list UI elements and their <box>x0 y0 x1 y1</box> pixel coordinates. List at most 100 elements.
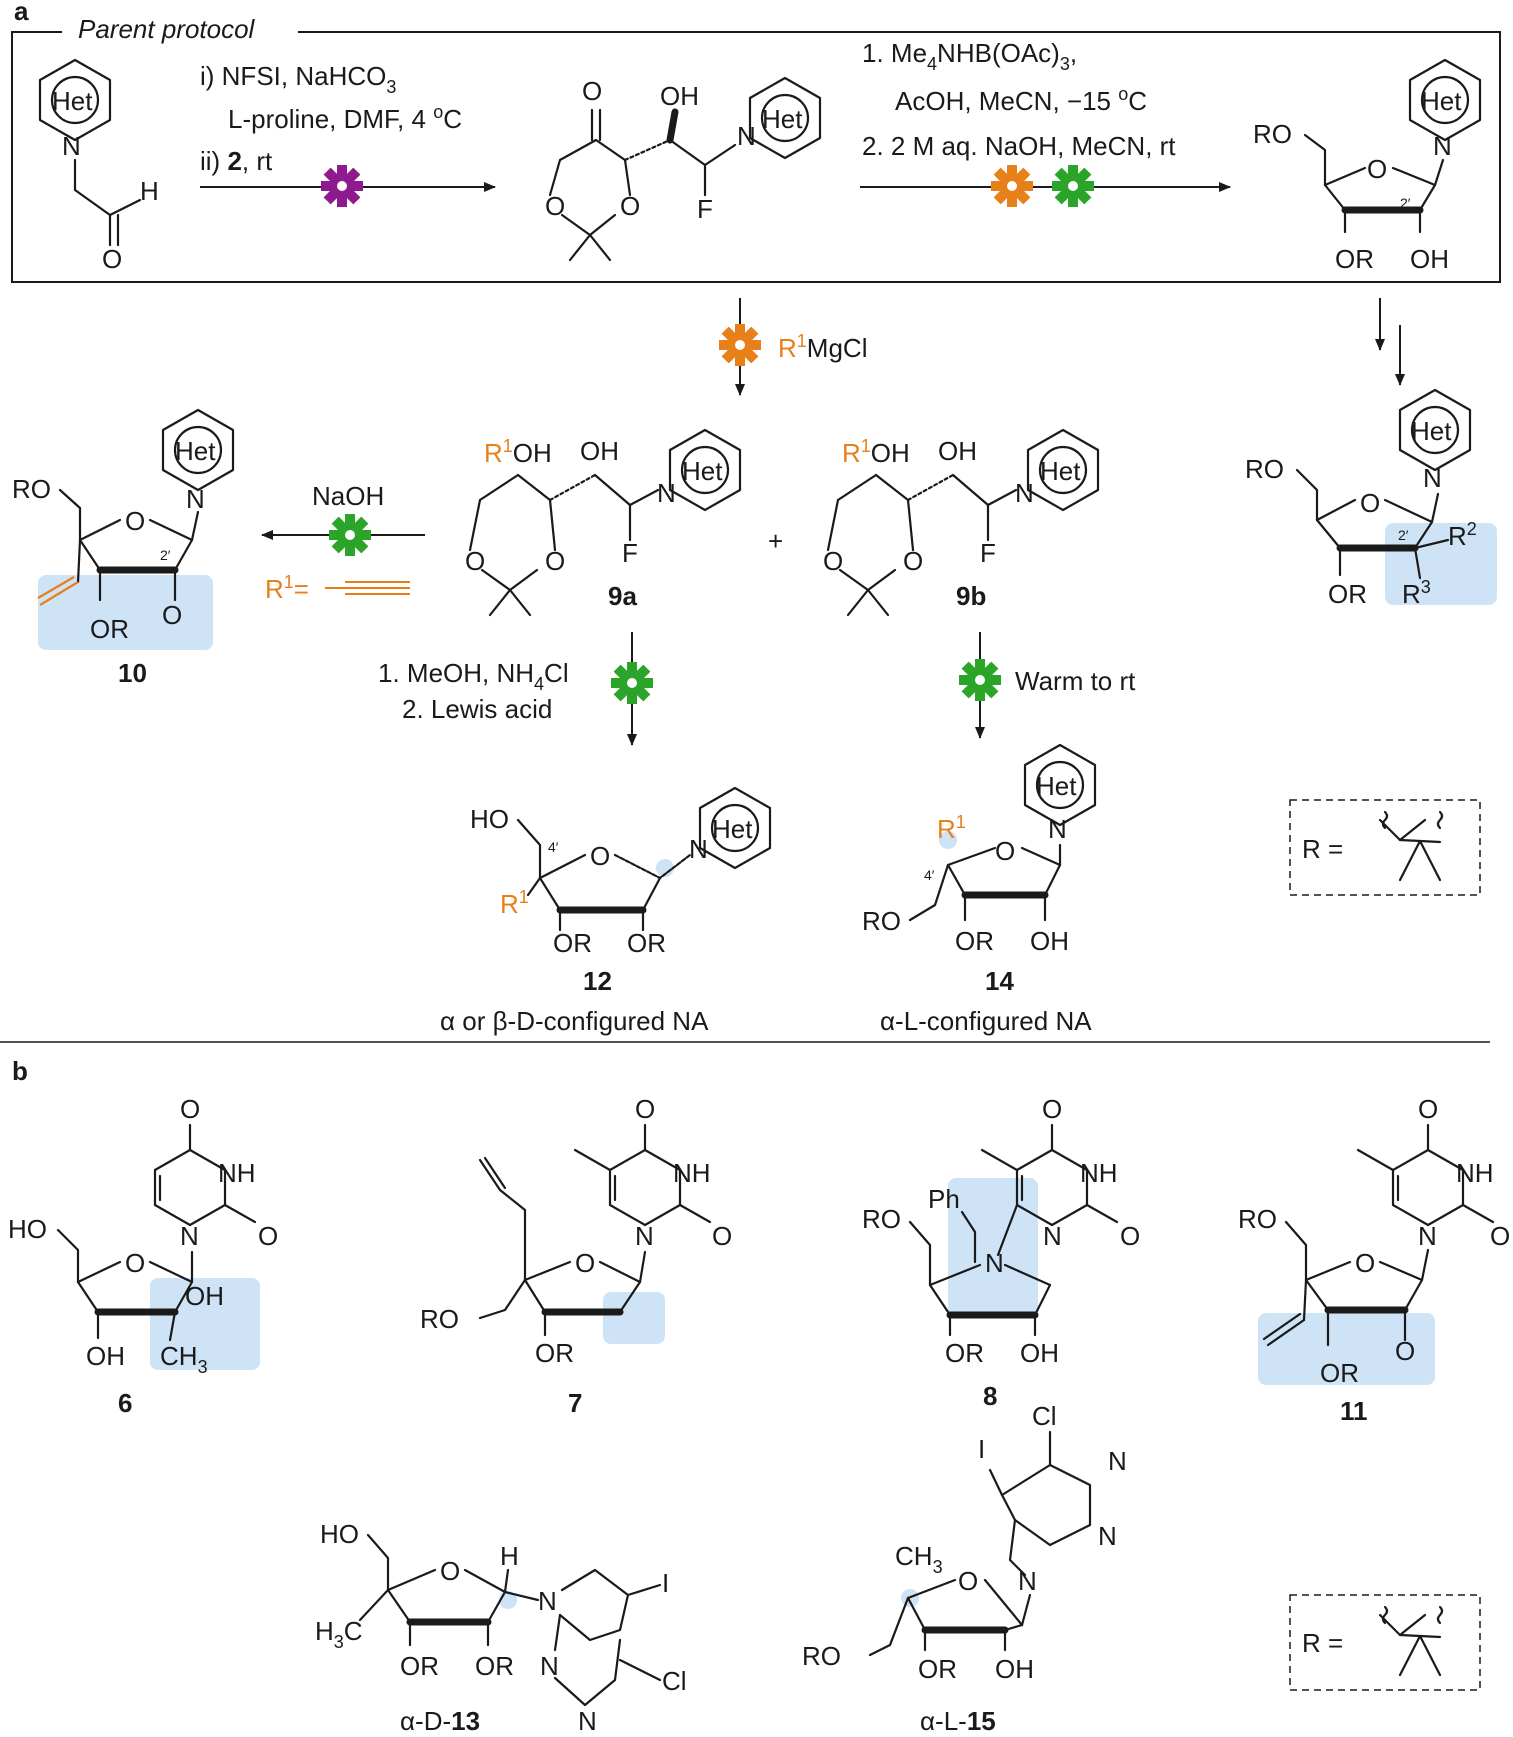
svg-text:Het: Het <box>1421 86 1462 116</box>
step2: 1. Me4NHB(OAc)3, AcOH, MeCN, −15 oC 2. 2… <box>860 38 1231 207</box>
svg-text:RO: RO <box>862 1204 901 1234</box>
svg-text:O: O <box>1360 488 1380 518</box>
svg-text:N: N <box>737 121 756 151</box>
svg-text:O: O <box>180 1094 200 1124</box>
svg-text:RO: RO <box>12 474 51 504</box>
dioxanone-intermediate: O O O OH F N Het <box>545 76 822 262</box>
compound-15: Cl I N N N CH3 O RO OR OH α-L-15 <box>802 1401 1127 1736</box>
svg-text:N: N <box>1423 463 1442 493</box>
svg-text:Cl: Cl <box>1032 1401 1057 1431</box>
svg-text:Het: Het <box>52 86 93 116</box>
svg-text:OH: OH <box>995 1654 1034 1684</box>
compound-13: HO O H H3C OR OR N I N N Cl α-D-13 <box>315 1519 687 1736</box>
svg-text:OR: OR <box>945 1338 984 1368</box>
svg-text:α-L-15: α-L-15 <box>920 1706 996 1736</box>
svg-text:N: N <box>180 1221 199 1251</box>
svg-text:RO: RO <box>420 1304 459 1334</box>
svg-text:N: N <box>540 1651 559 1681</box>
svg-text:NH: NH <box>673 1158 711 1188</box>
svg-text:OH: OH <box>1020 1338 1059 1368</box>
svg-text:O: O <box>162 600 182 630</box>
svg-text:R1: R1 <box>937 812 966 844</box>
compound-8: O NH O N Ph N RO OR OH 8 <box>862 1094 1140 1411</box>
svg-text:Het: Het <box>682 456 723 486</box>
svg-text:RO: RO <box>862 906 901 936</box>
svg-text:O: O <box>903 546 923 576</box>
multistep-arrow <box>1375 298 1405 386</box>
svg-text:N: N <box>186 484 205 514</box>
svg-text:OR: OR <box>535 1338 574 1368</box>
svg-text:OR: OR <box>918 1654 957 1684</box>
grignard-step: R1MgCl <box>719 298 867 396</box>
svg-text:Het: Het <box>1040 456 1081 486</box>
svg-text:HO: HO <box>8 1214 47 1244</box>
svg-text:12: 12 <box>583 966 612 996</box>
svg-text:O: O <box>440 1556 460 1586</box>
compound-7: O NH O N O RO OR 7 <box>420 1094 732 1418</box>
svg-text:Het: Het <box>712 814 753 844</box>
svg-text:Het: Het <box>1036 771 1077 801</box>
parent-protocol-box <box>11 31 1501 283</box>
svg-text:2. 2 M aq. NaOH, MeCN, rt: 2. 2 M aq. NaOH, MeCN, rt <box>862 131 1176 161</box>
svg-text:1. MeOH, NH4Cl: 1. MeOH, NH4Cl <box>378 658 569 694</box>
svg-text:R =: R = <box>1302 834 1343 864</box>
svg-text:O: O <box>465 546 485 576</box>
svg-text:R2: R2 <box>1448 519 1477 551</box>
svg-text:R3: R3 <box>1402 577 1431 609</box>
svg-text:1. Me4NHB(OAc)3,: 1. Me4NHB(OAc)3, <box>862 38 1077 74</box>
svg-text:N: N <box>1043 1221 1062 1251</box>
svg-text:O: O <box>545 191 565 221</box>
svg-text:N: N <box>578 1706 597 1736</box>
svg-text:H3C: H3C <box>315 1616 363 1652</box>
svg-text:OR: OR <box>475 1651 514 1681</box>
svg-text:NaOH: NaOH <box>312 481 384 511</box>
svg-text:Ph: Ph <box>928 1184 960 1214</box>
svg-text:HO: HO <box>470 804 509 834</box>
svg-text:Warm to rt: Warm to rt <box>1015 666 1136 696</box>
svg-text:N: N <box>1018 1566 1037 1596</box>
svg-text:N: N <box>1108 1446 1127 1476</box>
svg-text:O: O <box>995 836 1015 866</box>
parent-protocol-title: Parent protocol <box>78 14 256 44</box>
svg-text:R1MgCl: R1MgCl <box>778 331 867 363</box>
svg-text:I: I <box>662 1568 669 1598</box>
warm-step: Warm to rt <box>959 632 1136 739</box>
svg-text:4′: 4′ <box>924 867 935 883</box>
svg-text:14: 14 <box>985 966 1014 996</box>
svg-text:O: O <box>125 1248 145 1278</box>
svg-text:ii) 2, rt: ii) 2, rt <box>200 146 273 176</box>
svg-text:O: O <box>635 1094 655 1124</box>
svg-text:O: O <box>1367 154 1387 184</box>
svg-text:OR: OR <box>1335 244 1374 274</box>
starting-aldehyde: Het N O H <box>38 58 159 274</box>
r-group-legend-b: R = <box>1289 1594 1481 1691</box>
svg-text:N: N <box>62 131 81 161</box>
svg-text:O: O <box>712 1221 732 1251</box>
svg-text:NH: NH <box>218 1158 256 1188</box>
svg-text:4′: 4′ <box>548 839 559 855</box>
svg-text:OH: OH <box>1030 926 1069 956</box>
svg-text:OH: OH <box>938 436 977 466</box>
svg-text:N: N <box>538 1586 557 1616</box>
svg-text:L-proline, DMF, 4 oC: L-proline, DMF, 4 oC <box>228 102 462 134</box>
svg-text:7: 7 <box>568 1388 582 1418</box>
compound-6: O NH O N HO O OH OH CH3 6 <box>8 1094 278 1418</box>
svg-text:Het: Het <box>175 436 216 466</box>
svg-text:OH: OH <box>580 436 619 466</box>
svg-text:2′: 2′ <box>1398 527 1409 543</box>
modified-nucleoside-generic: Het N RO O 2′ OR R2 R3 <box>1245 388 1497 609</box>
svg-text:α or β-D-configured NA: α or β-D-configured NA <box>440 1006 709 1036</box>
r-group-legend-a: R = <box>1289 799 1481 896</box>
svg-text:RO: RO <box>1238 1204 1277 1234</box>
svg-text:OR: OR <box>1328 579 1367 609</box>
svg-text:OR: OR <box>400 1651 439 1681</box>
svg-text:N: N <box>1015 478 1034 508</box>
svg-text:R =: R = <box>1302 1628 1343 1658</box>
svg-text:OH: OH <box>86 1341 125 1371</box>
svg-text:F: F <box>622 538 638 568</box>
svg-text:N: N <box>1418 1221 1437 1251</box>
svg-text:N: N <box>657 478 676 508</box>
svg-text:RO: RO <box>1245 454 1284 484</box>
svg-text:O: O <box>1355 1248 1375 1278</box>
svg-text:α-D-13: α-D-13 <box>400 1706 480 1736</box>
